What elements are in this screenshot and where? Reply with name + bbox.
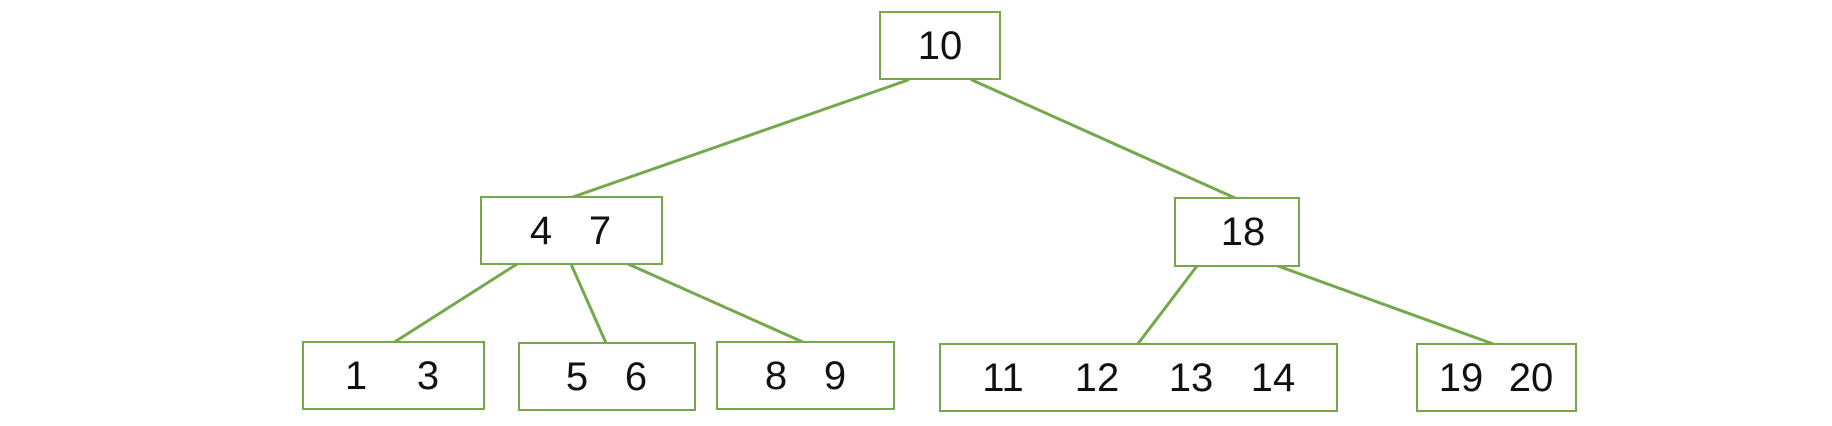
tree-leaf-3: 8 9	[716, 341, 895, 410]
node-box	[480, 196, 663, 265]
node-key: 20	[1509, 356, 1554, 400]
node-box	[518, 342, 696, 411]
node-box	[879, 11, 1001, 80]
node-key: 19	[1439, 356, 1484, 400]
node-key: 3	[417, 354, 439, 398]
node-key: 8	[765, 354, 787, 398]
tree-edges	[391, 78, 1498, 347]
node-key: 14	[1251, 356, 1296, 400]
node-key: 11	[982, 356, 1024, 400]
edge-left-to-leaf-3	[626, 262, 807, 345]
tree-leaf-4: 11 12 13 14	[939, 343, 1338, 412]
edge-right-to-leaf-4	[1135, 264, 1199, 347]
node-key: 7	[589, 209, 611, 253]
tree-leaf-5: 19 20	[1416, 343, 1577, 412]
tree-node-root: 10	[879, 11, 1001, 80]
node-box	[716, 341, 895, 410]
node-box	[1416, 343, 1577, 412]
node-key: 5	[566, 355, 588, 399]
tree-leaf-1: 1 3	[302, 341, 485, 410]
node-box	[1174, 197, 1300, 267]
edge-right-to-leaf-5	[1276, 264, 1498, 347]
node-key: 1	[345, 354, 367, 398]
node-key: 18	[1221, 210, 1266, 254]
node-key: 4	[530, 209, 552, 253]
tree-leaf-2: 5 6	[518, 342, 696, 411]
node-key: 12	[1075, 356, 1120, 400]
node-box	[939, 343, 1338, 412]
node-key: 6	[625, 355, 647, 399]
node-box	[302, 341, 485, 410]
edge-root-to-left	[568, 78, 910, 200]
edge-root-to-right	[970, 78, 1237, 200]
edge-left-to-leaf-2	[569, 262, 608, 345]
node-key: 10	[918, 24, 963, 68]
node-key: 9	[824, 354, 846, 398]
node-key: 13	[1169, 356, 1214, 400]
tree-node-left: 4 7	[480, 196, 663, 265]
edge-left-to-leaf-1	[391, 262, 519, 345]
tree-node-right: 18	[1174, 197, 1300, 267]
